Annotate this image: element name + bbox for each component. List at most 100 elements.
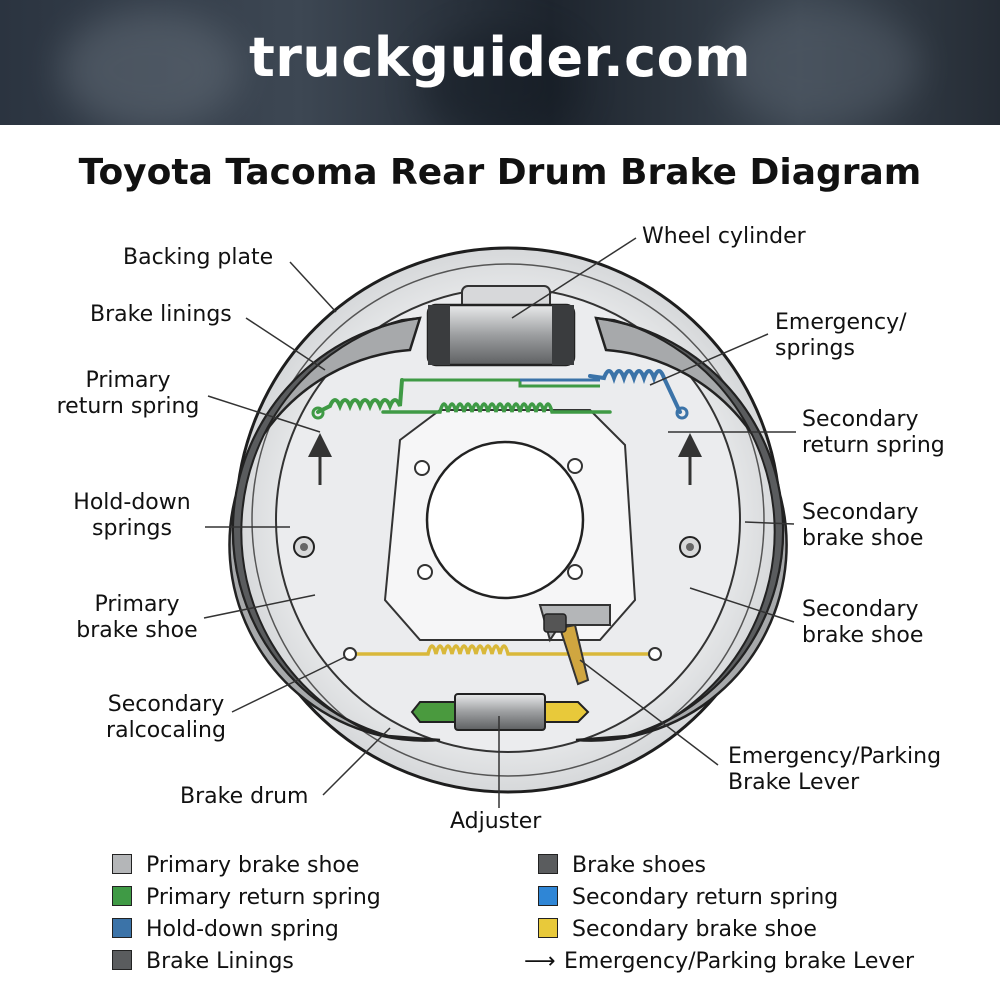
legend-swatch [538, 918, 558, 938]
legend-swatch [112, 950, 132, 970]
label-brake-linings: Brake linings [90, 302, 232, 327]
label-line: Primary [94, 592, 180, 617]
legend-label: Secondary return spring [572, 885, 839, 910]
spring-anchor [343, 647, 357, 661]
label-hold-down-springs: Hold-down springs [62, 490, 202, 542]
arrow-right-icon: ⟶ [524, 949, 556, 974]
label-line: return spring [802, 433, 945, 458]
label-line: Emergency/ [775, 310, 907, 335]
legend-label: Primary brake shoe [146, 853, 360, 878]
leader-primary-brake-shoe [203, 594, 316, 619]
leader-lines [203, 237, 796, 808]
spring-anchor [648, 647, 662, 661]
leader-backing-plate [289, 261, 337, 313]
wheel-cylinder-cap [552, 305, 574, 365]
label-adjuster: Adjuster [450, 809, 542, 834]
primary-return-spring-long [381, 402, 612, 414]
emergency-spring [588, 369, 682, 414]
adjuster-right-end [544, 701, 590, 723]
legend-item: Brake Linings [112, 949, 294, 975]
legend-item: Hold-down spring [112, 917, 339, 943]
leader-emergency-springs [649, 333, 769, 386]
legend-item: Secondary return spring [538, 885, 838, 911]
site-title[interactable]: truckguider.com [248, 26, 752, 89]
wheel-cylinder-cap [428, 305, 450, 365]
lug-hole [417, 564, 433, 580]
label-emergency-springs: Emergency/ springs [775, 310, 907, 362]
label-line: Brake Lever [728, 770, 860, 795]
legend-label: Emergency/Parking brake Lever [564, 949, 915, 974]
label-line: springs [775, 336, 855, 361]
label-primary-brake-shoe: Primary brake shoe [70, 592, 204, 644]
primary-brake-lining [231, 317, 421, 737]
hold-down-pin [686, 543, 694, 551]
legend-label: Brake shoes [572, 853, 706, 878]
leader-secondary-brake-shoe-b [689, 587, 795, 623]
lug-hole [567, 564, 583, 580]
legend-item: Primary return spring [112, 885, 381, 911]
adjuster-body [454, 693, 546, 731]
legend-label: Primary return spring [146, 885, 381, 910]
label-line: Hold-down [73, 490, 191, 515]
primary-return-spring [316, 378, 404, 414]
legend-swatch [538, 886, 558, 906]
adjuster-left-end [410, 701, 456, 723]
legend-swatch [112, 854, 132, 874]
spring-anchor [311, 406, 325, 420]
label-wheel-cylinder: Wheel cylinder [642, 224, 806, 249]
legend-item: Secondary brake shoe [538, 917, 817, 943]
label-brake-drum: Brake drum [180, 784, 309, 809]
legend-label: Brake Linings [146, 949, 294, 974]
leader-brake-linings [245, 317, 326, 371]
legend-item: Brake shoes [538, 853, 706, 879]
label-secondary-return-spring: Secondary return spring [802, 407, 945, 459]
secondary-brake-lining [595, 317, 785, 737]
legend-label: Hold-down spring [146, 917, 339, 942]
label-line: brake shoe [76, 618, 198, 643]
brake-drum-inner-ring [251, 263, 765, 777]
leader-parking-lever [579, 659, 719, 766]
label-line: return spring [56, 394, 200, 419]
label-line: Secondary [802, 597, 919, 622]
leader-secondary-brake-shoe-a [744, 521, 795, 525]
leader-brake-drum [322, 727, 391, 796]
parking-brake-lever [558, 623, 590, 686]
leader-primary-return-spring [207, 395, 321, 433]
label-line: brake shoe [802, 526, 924, 551]
axle-hole [425, 440, 585, 600]
diagram-title: Toyota Tacoma Rear Drum Brake Diagram [78, 152, 922, 193]
banner-bokeh [420, 30, 580, 125]
legend-item: ⟶ Emergency/Parking brake Lever [524, 949, 914, 975]
label-line: brake shoe [802, 623, 924, 648]
label-secondary-ralcocaling: Secondary ralcocaling [96, 692, 236, 744]
label-secondary-brake-shoe: Secondary brake shoe [802, 597, 923, 649]
spring-anchor [675, 406, 689, 420]
legend-swatch [112, 918, 132, 938]
leader-wheel-cylinder [511, 237, 637, 319]
label-parking-brake-lever: Emergency/Parking Brake Lever [728, 744, 941, 796]
header-banner: truckguider.com [0, 0, 1000, 125]
top-link-rod [402, 378, 600, 388]
label-primary-return-spring: Primary return spring [48, 368, 208, 420]
label-line: Secondary [107, 692, 225, 717]
adjuster-spring [348, 644, 657, 656]
label-backing-plate: Backing plate [123, 245, 274, 270]
banner-bokeh [60, 10, 240, 125]
label-line: springs [92, 516, 172, 541]
legend-label: Secondary brake shoe [572, 917, 817, 942]
legend-item: Primary brake shoe [112, 853, 359, 879]
parking-brake-lever-end [543, 613, 567, 633]
legend-swatch [112, 886, 132, 906]
hold-down-pin [300, 543, 308, 551]
leader-secondary-ralcocaling [231, 656, 346, 713]
banner-bokeh [720, 5, 920, 125]
label-line: Secondary [802, 407, 919, 432]
legend-swatch [538, 854, 558, 874]
label-line: ralcocaling [106, 718, 226, 743]
lug-hole [567, 458, 583, 474]
label-line: Secondary [802, 500, 919, 525]
lug-hole [414, 460, 430, 476]
label-line: Primary [85, 368, 171, 393]
label-secondary-brake-shoe: Secondary brake shoe [802, 500, 923, 552]
